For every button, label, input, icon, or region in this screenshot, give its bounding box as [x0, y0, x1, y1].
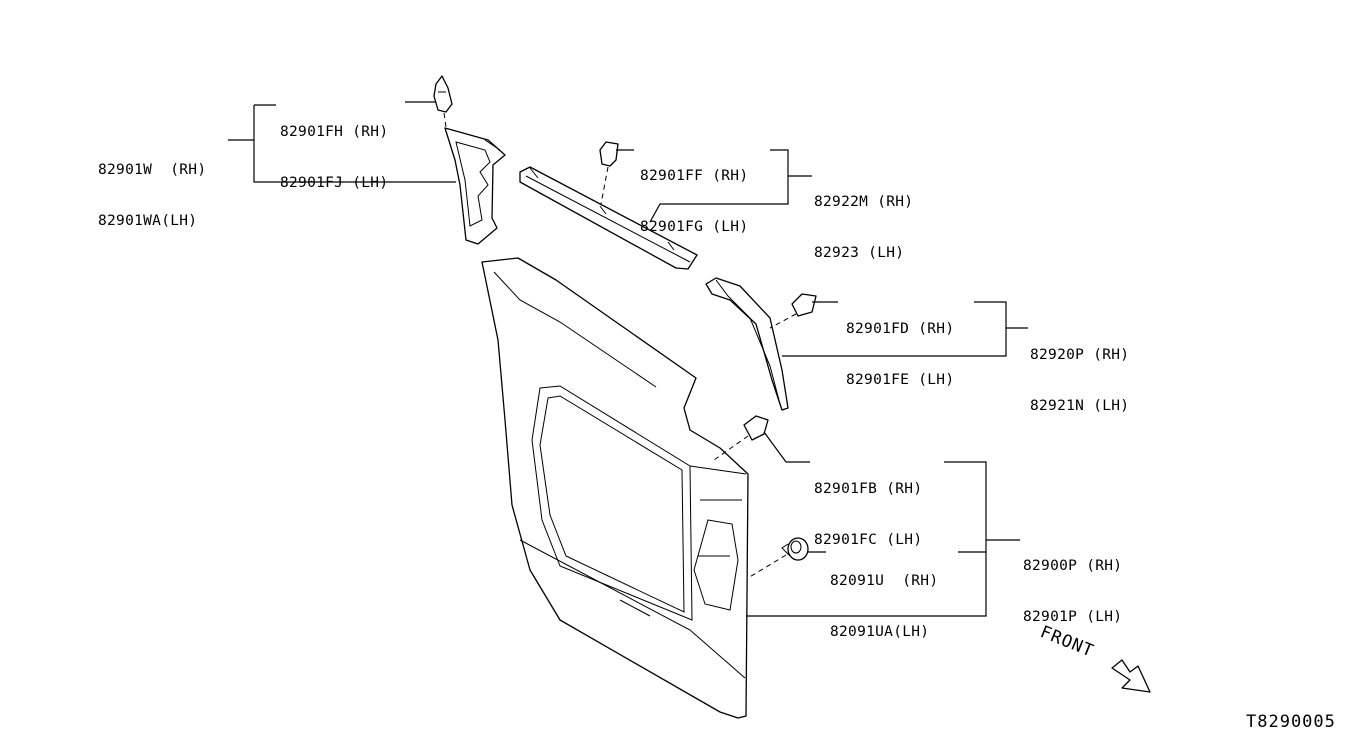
part-number-lh: 82901FJ (LH) — [280, 175, 389, 191]
part-number-lh: 82091UA(LH) — [830, 624, 930, 640]
part-number-lh: 82901FC (LH) — [814, 532, 923, 548]
clip-82901fd — [791, 293, 817, 317]
part-number-rh: 82920P (RH) — [1030, 347, 1130, 363]
callout-82901fh: 82901FH (RH) 82901FJ (LH) — [280, 90, 388, 226]
dashed-line-clip-fb — [713, 435, 749, 461]
leader-lines — [228, 101, 1028, 617]
clip-82901fh — [433, 75, 453, 113]
dashed-line-clip-fh — [443, 112, 447, 128]
part-number-lh: 82901FE (LH) — [846, 372, 955, 388]
quarter-garnish — [705, 277, 789, 411]
part-number-rh: 82901FF (RH) — [640, 168, 749, 184]
part-number-rh: 82091U (RH) — [830, 573, 939, 589]
part-number-rh: 82901W (RH) — [98, 162, 207, 178]
part-number-rh: 82901FD (RH) — [846, 321, 955, 337]
part-number-lh: 82921N (LH) — [1030, 398, 1130, 414]
fastener-82091u — [781, 537, 809, 561]
clip-82901ff — [599, 141, 619, 167]
side-trim-panel — [481, 257, 749, 719]
dashed-line-fastener — [747, 554, 787, 579]
front-arrow-icon — [1111, 659, 1151, 693]
part-number-rh: 82901FH (RH) — [280, 124, 389, 140]
part-number-lh: 82901P (LH) — [1023, 609, 1123, 625]
callout-82901fd: 82901FD (RH) 82901FE (LH) — [846, 287, 954, 423]
callout-82922m: 82922M (RH) 82923 (LH) — [814, 160, 913, 296]
dashed-line-clip-ff — [600, 166, 609, 205]
callout-82091u: 82091U (RH) 82091UA(LH) — [830, 539, 938, 675]
clip-82901fb — [743, 415, 769, 441]
callout-82920p: 82920P (RH) 82921N (LH) — [1030, 313, 1129, 449]
part-number-lh: 82923 (LH) — [814, 245, 905, 261]
diagram-code: T8290005 — [1246, 712, 1336, 732]
part-number-lh: 82901WA(LH) — [98, 213, 198, 229]
part-number-rh: 82900P (RH) — [1023, 558, 1123, 574]
callout-82901w: 82901W (RH) 82901WA(LH) — [98, 128, 206, 264]
part-number-rh: 82922M (RH) — [814, 194, 914, 210]
part-number-rh: 82901FB (RH) — [814, 481, 923, 497]
callout-82901fb: 82901FB (RH) 82901FC (LH) — [814, 447, 922, 583]
upper-pillar-trim — [444, 127, 506, 245]
dashed-line-clip-fd — [769, 313, 797, 329]
part-number-lh: 82901FG (LH) — [640, 219, 749, 235]
upper-garnish-strip — [519, 166, 698, 270]
callout-82900p: 82900P (RH) 82901P (LH) — [1023, 524, 1122, 660]
callout-82901ff: 82901FF (RH) 82901FG (LH) — [640, 134, 748, 270]
